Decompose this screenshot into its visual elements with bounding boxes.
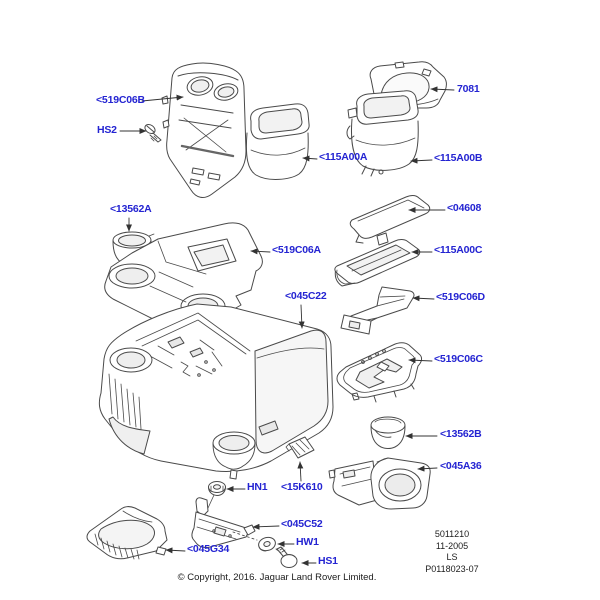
leader-7081 [430,86,455,93]
part-drawing-045G34 [86,506,168,560]
part-label-7081[interactable]: 7081 [457,83,480,95]
part-drawing-045A36 [328,457,431,510]
part-label-13562A[interactable]: <13562A [110,203,152,215]
part-drawing-115A00B [346,90,419,177]
leader-519C06D [412,295,435,302]
part-drawing-519C06C [336,342,422,403]
part-label-HS1[interactable]: HS1 [318,555,338,567]
part-label-045C22[interactable]: <045C22 [285,290,327,302]
leader-lines [119,86,455,566]
part-drawing-15K610 [285,436,315,459]
part-drawing-HW1 [258,536,276,552]
leader-519C06C [408,357,433,364]
part-drawing-519C06D [340,286,415,335]
part-label-HN1[interactable]: HN1 [247,481,268,493]
part-label-HW1[interactable]: HW1 [296,536,319,548]
part-label-115A00A[interactable]: <115A00A [319,151,368,163]
leader-519C06B [141,94,184,102]
part-drawing-045C52 [191,497,282,554]
drawing-info-plate: 5011210 11-2005 LS P0118023-07 [403,529,501,575]
part-drawing-519C06B [161,62,247,198]
part-drawing-HN1 [207,481,226,509]
leader-115A00A [302,155,318,162]
part-label-15K610[interactable]: <15K610 [281,481,323,493]
part-label-13562B[interactable]: <13562B [440,428,482,440]
leader-115A00B [410,157,433,164]
part-drawing-115A00C [334,239,421,287]
plate-model-code: LS [446,552,458,562]
part-label-519C06B[interactable]: <519C06B [96,94,145,106]
part-label-04608[interactable]: <04608 [447,202,482,214]
leader-519C06A [250,248,271,255]
part-drawing-HS2 [144,123,162,143]
plate-sheet-number: P0118023-07 [425,563,479,574]
part-label-115A00C[interactable]: <115A00C [434,244,483,256]
part-drawing-115A00A [245,103,310,180]
part-label-045A36[interactable]: <045A36 [440,460,482,472]
part-label-519C06A[interactable]: <519C06A [272,244,321,256]
leader-15K610 [297,461,304,482]
leader-045C52 [252,523,280,530]
leader-045A36 [417,465,438,472]
leader-045C22 [298,304,305,329]
part-drawing-045C22 [98,303,334,480]
part-label-045G34[interactable]: <045G34 [187,543,230,555]
part-drawing-13562B [370,416,406,449]
part-drawing-04608 [349,195,431,246]
part-label-HS2[interactable]: HS2 [97,124,117,136]
plate-date: 11-2005 [435,540,469,551]
plate-drawing-number: 5011210 [434,529,470,539]
part-drawing-HS1 [276,546,298,568]
leader-045G34 [165,547,186,554]
part-label-115A00B[interactable]: <115A00B [434,152,483,164]
part-label-519C06C[interactable]: <519C06C [434,353,483,365]
part-label-519C06D[interactable]: <519C06D [436,291,485,303]
part-label-045C52[interactable]: <045C52 [281,518,323,530]
copyright-notice: © Copyright, 2016. Jaguar Land Rover Lim… [177,572,377,583]
